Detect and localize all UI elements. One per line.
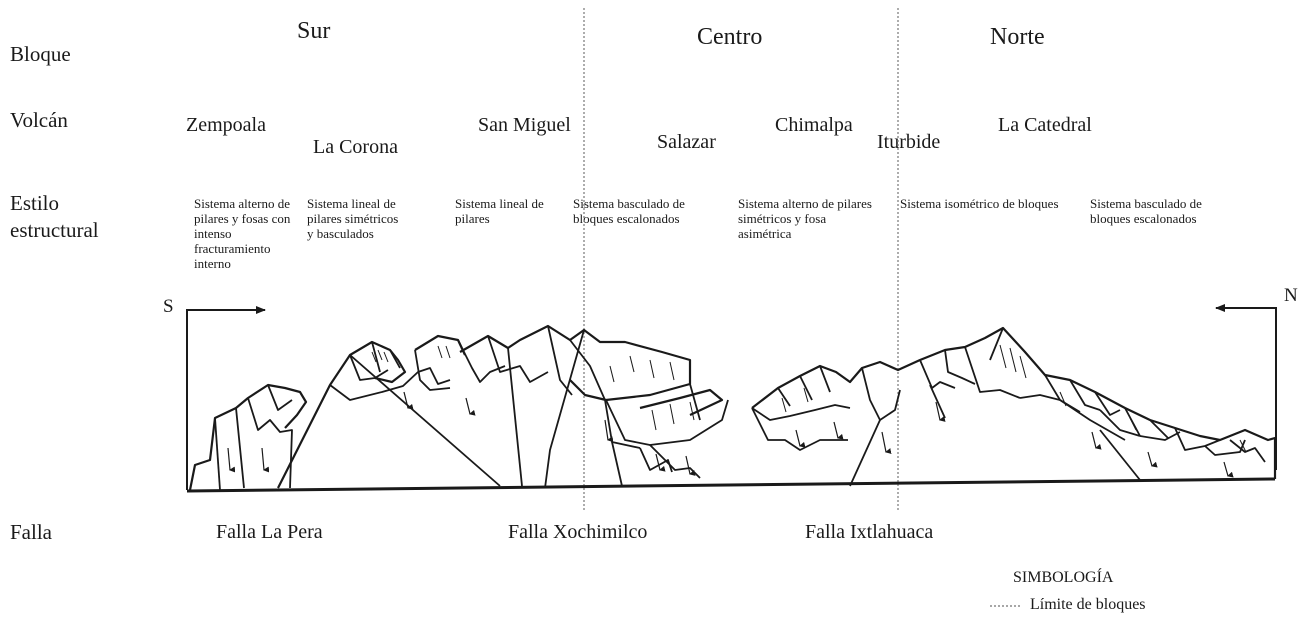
block-name-norte: Norte <box>990 24 1045 50</box>
base-line <box>186 477 1276 493</box>
row-label-estilo: Estilo <box>10 191 60 215</box>
row-label-estructural: estructural <box>10 218 99 242</box>
style-text-7: Sistema basculado de bloques escalonados <box>1090 196 1202 226</box>
volcano-zempoala: Zempoala <box>186 114 266 136</box>
legend-title: SIMBOLOGÍA <box>1013 569 1114 586</box>
legend-item-label: Límite de bloques <box>1030 596 1146 613</box>
fault-la-pera: Falla La Pera <box>216 521 323 543</box>
block-faces <box>214 325 1266 491</box>
volcano-la-corona: La Corona <box>313 136 398 158</box>
style-text-2: Sistema lineal de pilares simétricos y b… <box>307 196 399 241</box>
style-text-6: Sistema isométrico de bloques <box>900 196 1059 211</box>
direction-label-south: S <box>163 296 174 317</box>
row-label-bloque: Bloque <box>10 42 71 66</box>
face-hatching <box>371 344 1247 453</box>
volcano-salazar: Salazar <box>657 131 716 153</box>
row-label-volcan: Volcán <box>10 108 68 132</box>
fault-ixtlahuaca: Falla Ixtlahuaca <box>805 521 934 543</box>
mountain-profile <box>188 324 1277 491</box>
style-text-4: Sistema basculado de bloques escalonados <box>573 196 685 226</box>
volcano-iturbide: Iturbide <box>877 131 941 153</box>
fault-arrows <box>227 391 1234 478</box>
row-label-falla: Falla <box>10 520 52 544</box>
north-arrow <box>1215 304 1277 470</box>
fault-xochimilco: Falla Xochimilco <box>508 521 648 543</box>
volcano-san-miguel: San Miguel <box>478 114 571 136</box>
block-name-centro: Centro <box>697 24 763 50</box>
style-text-3: Sistema lineal de pilares <box>455 196 544 226</box>
south-arrow <box>186 306 266 490</box>
direction-label-north: N <box>1284 285 1298 306</box>
style-text-1: Sistema alterno de pilares y fosas con i… <box>194 196 291 271</box>
volcano-chimalpa: Chimalpa <box>775 114 853 136</box>
volcano-la-catedral: La Catedral <box>998 114 1092 136</box>
block-name-sur: Sur <box>297 18 331 44</box>
style-text-5: Sistema alterno de pilares simétricos y … <box>738 196 872 241</box>
